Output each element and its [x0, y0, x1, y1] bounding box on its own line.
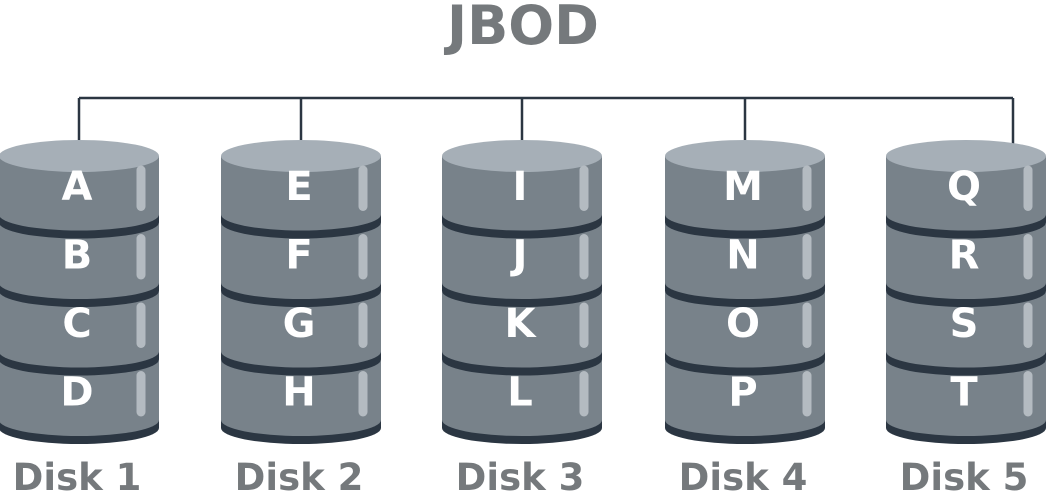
- disk-top-face: [665, 140, 825, 172]
- block-letter: F: [285, 233, 312, 279]
- block-body: [442, 156, 602, 231]
- block-body: [221, 361, 381, 436]
- disk-top-face: [886, 140, 1046, 172]
- block-letter: K: [505, 301, 538, 347]
- block-letter: G: [283, 301, 316, 347]
- block-letter: S: [950, 301, 979, 347]
- disk-label: Disk 2: [235, 456, 364, 493]
- block-body: [442, 361, 602, 436]
- block-body: [886, 224, 1046, 299]
- block-body: [0, 156, 159, 231]
- disk-block: I: [442, 140, 602, 239]
- block-letter: D: [60, 370, 93, 416]
- block-letter: C: [62, 301, 91, 347]
- block-letter: P: [728, 370, 757, 416]
- disk-label: Disk 1: [13, 456, 142, 493]
- block-letter: O: [726, 301, 760, 347]
- disk-label: Disk 4: [679, 456, 808, 493]
- block-body: [665, 156, 825, 231]
- block-body: [442, 293, 602, 368]
- block-body: [665, 361, 825, 436]
- block-body: [221, 293, 381, 368]
- diagram-title: JBOD: [443, 0, 599, 57]
- block-letter: E: [285, 164, 312, 210]
- block-letter: I: [513, 164, 528, 210]
- block-body: [0, 224, 159, 299]
- block-body: [221, 156, 381, 231]
- block-body: [442, 224, 602, 299]
- block-letter: Q: [947, 164, 981, 210]
- block-letter: H: [282, 370, 315, 416]
- block-letter: B: [62, 233, 93, 279]
- block-letter: J: [510, 233, 528, 279]
- disk-label: Disk 5: [900, 456, 1029, 493]
- block-body: [886, 293, 1046, 368]
- block-body: [665, 293, 825, 368]
- block-letter: A: [62, 164, 93, 210]
- block-letter: R: [949, 233, 980, 279]
- block-body: [886, 361, 1046, 436]
- block-letter: M: [723, 164, 763, 210]
- disk-block: Q: [886, 140, 1046, 239]
- disk-label: Disk 3: [456, 456, 585, 493]
- block-body: [0, 361, 159, 436]
- disk-block: A: [0, 140, 159, 239]
- block-body: [221, 224, 381, 299]
- connector-lines: [77, 96, 1015, 153]
- disk-block: M: [665, 140, 825, 239]
- block-letter: N: [726, 233, 759, 279]
- block-body: [0, 293, 159, 368]
- block-body: [886, 156, 1046, 231]
- disk-top-face: [221, 140, 381, 172]
- block-letter: T: [950, 370, 978, 416]
- block-body: [665, 224, 825, 299]
- disk-top-face: [442, 140, 602, 172]
- disk-block: E: [221, 140, 381, 239]
- disk-top-face: [0, 140, 159, 172]
- block-letter: L: [507, 370, 533, 416]
- disk-block: C: [0, 277, 159, 376]
